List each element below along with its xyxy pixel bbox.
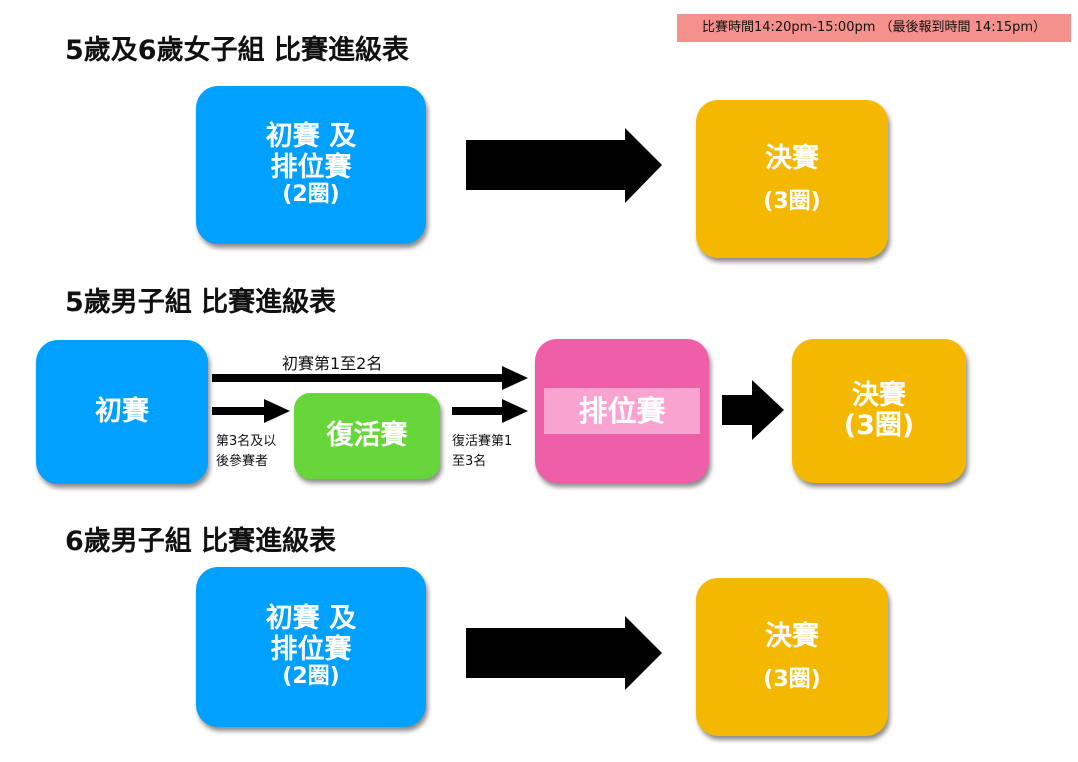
flow-label-rep-line1: 復活賽第1 [452, 434, 513, 449]
flow-label-rep-line2: 至3名 [452, 454, 487, 469]
final-box-label: 決賽 [765, 620, 819, 652]
ranking-box-label: 排位賽 [544, 388, 700, 434]
final-box-laps: (3圈) [763, 188, 821, 214]
repechage-box-label: 復活賽 [326, 419, 408, 451]
heat-box-line2: 排位賽 [270, 151, 352, 183]
section-title-girls: 5歲及6歲女子組 比賽進級表 [65, 35, 409, 66]
flow-label-rest-line2: 後參賽者 [216, 454, 269, 469]
flow-label-rest-line1: 第3名及以 [216, 434, 277, 449]
big-arrow-icon [466, 616, 662, 690]
heat-and-ranking-box: 初賽 及 排位賽 (2圈) [196, 86, 426, 244]
flow-label-top-qualifiers: 初賽第1至2名 [282, 354, 383, 373]
heat-box-label: 初賽 [95, 395, 149, 427]
big-arrow-icon [466, 128, 662, 203]
ranking-box: 排位賽 [535, 339, 709, 483]
final-box: 決賽 (3圈) [696, 578, 888, 736]
race-time-notice: 比賽時間14:20pm-15:00pm （最後報到時間 14:15pm） [677, 14, 1071, 42]
final-box: 決賽 (3圈) [792, 339, 966, 483]
repechage-box: 復活賽 [294, 393, 440, 479]
heat-box-line1: 初賽 及 [265, 603, 357, 635]
final-box: 決賽 (3圈) [696, 100, 888, 258]
heat-box-line1: 初賽 及 [265, 121, 357, 153]
section-title-boys-5: 5歲男子組 比賽進級表 [65, 287, 337, 318]
section-title-boys-6: 6歲男子組 比賽進級表 [65, 526, 337, 557]
heat-box-line2: 排位賽 [270, 633, 352, 665]
top-advance-arrow-icon [212, 366, 528, 390]
heat-box-laps: (2圈) [282, 663, 340, 689]
final-box-laps: (3圈) [763, 666, 821, 692]
to-final-arrow-icon [722, 380, 784, 440]
heat-box-laps: (2圈) [282, 181, 340, 207]
final-box-label: 決賽 [852, 379, 906, 411]
final-box-label: 決賽 [765, 142, 819, 174]
final-box-laps: (3圈) [843, 410, 915, 441]
repechage-advance-arrow-icon [452, 399, 528, 423]
to-repechage-arrow-icon [212, 399, 290, 423]
heat-and-ranking-box: 初賽 及 排位賽 (2圈) [196, 567, 426, 727]
heat-box: 初賽 [36, 340, 208, 484]
